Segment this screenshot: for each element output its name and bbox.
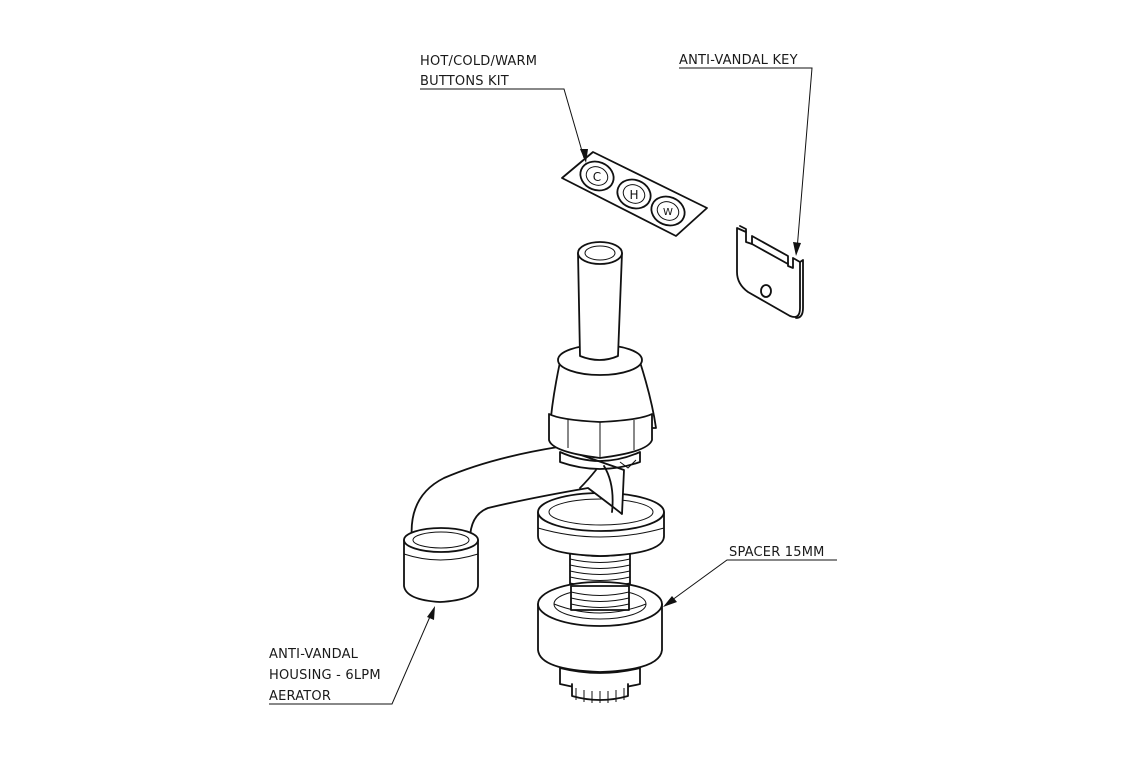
- anti-vandal-key-part: [736, 225, 804, 319]
- cold-button-letter: C: [593, 170, 601, 184]
- callout-spacer-line1: SPACER 15MM: [729, 545, 825, 560]
- hot-button-icon: H: [616, 178, 652, 210]
- spacer-part: [537, 581, 663, 673]
- lever-handle: [577, 241, 623, 361]
- warm-button-letter: W: [663, 207, 673, 218]
- tap-body-part: [403, 241, 665, 631]
- hot-button-letter: H: [629, 188, 638, 202]
- buttons-kit-part: C H W: [561, 151, 708, 237]
- aerator-housing: [403, 527, 479, 603]
- warm-button-icon: W: [650, 195, 686, 227]
- callout-buttons-kit-line2: BUTTONS KIT: [420, 74, 509, 89]
- callout-buttons-kit-line1: HOT/COLD/WARM: [420, 54, 537, 69]
- bottom-connector: [559, 667, 641, 703]
- callout-aerator-line3: AERATOR: [269, 689, 331, 704]
- callout-anti-vandal-key: ANTI-VANDAL KEY: [679, 53, 813, 256]
- base-flange: [537, 492, 665, 557]
- callout-aerator-line1: ANTI-VANDAL: [269, 647, 359, 662]
- spout: [410, 446, 625, 541]
- hex-nut: [548, 413, 653, 470]
- callout-spacer: SPACER 15MM: [663, 545, 837, 607]
- cold-button-icon: C: [579, 160, 615, 192]
- callout-anti-vandal-key-line1: ANTI-VANDAL KEY: [679, 53, 798, 68]
- callout-aerator-housing: ANTI-VANDAL HOUSING - 6LPM AERATOR: [269, 606, 435, 705]
- callout-aerator-line2: HOUSING - 6LPM: [269, 668, 381, 683]
- callout-buttons-kit: HOT/COLD/WARM BUTTONS KIT: [420, 54, 588, 163]
